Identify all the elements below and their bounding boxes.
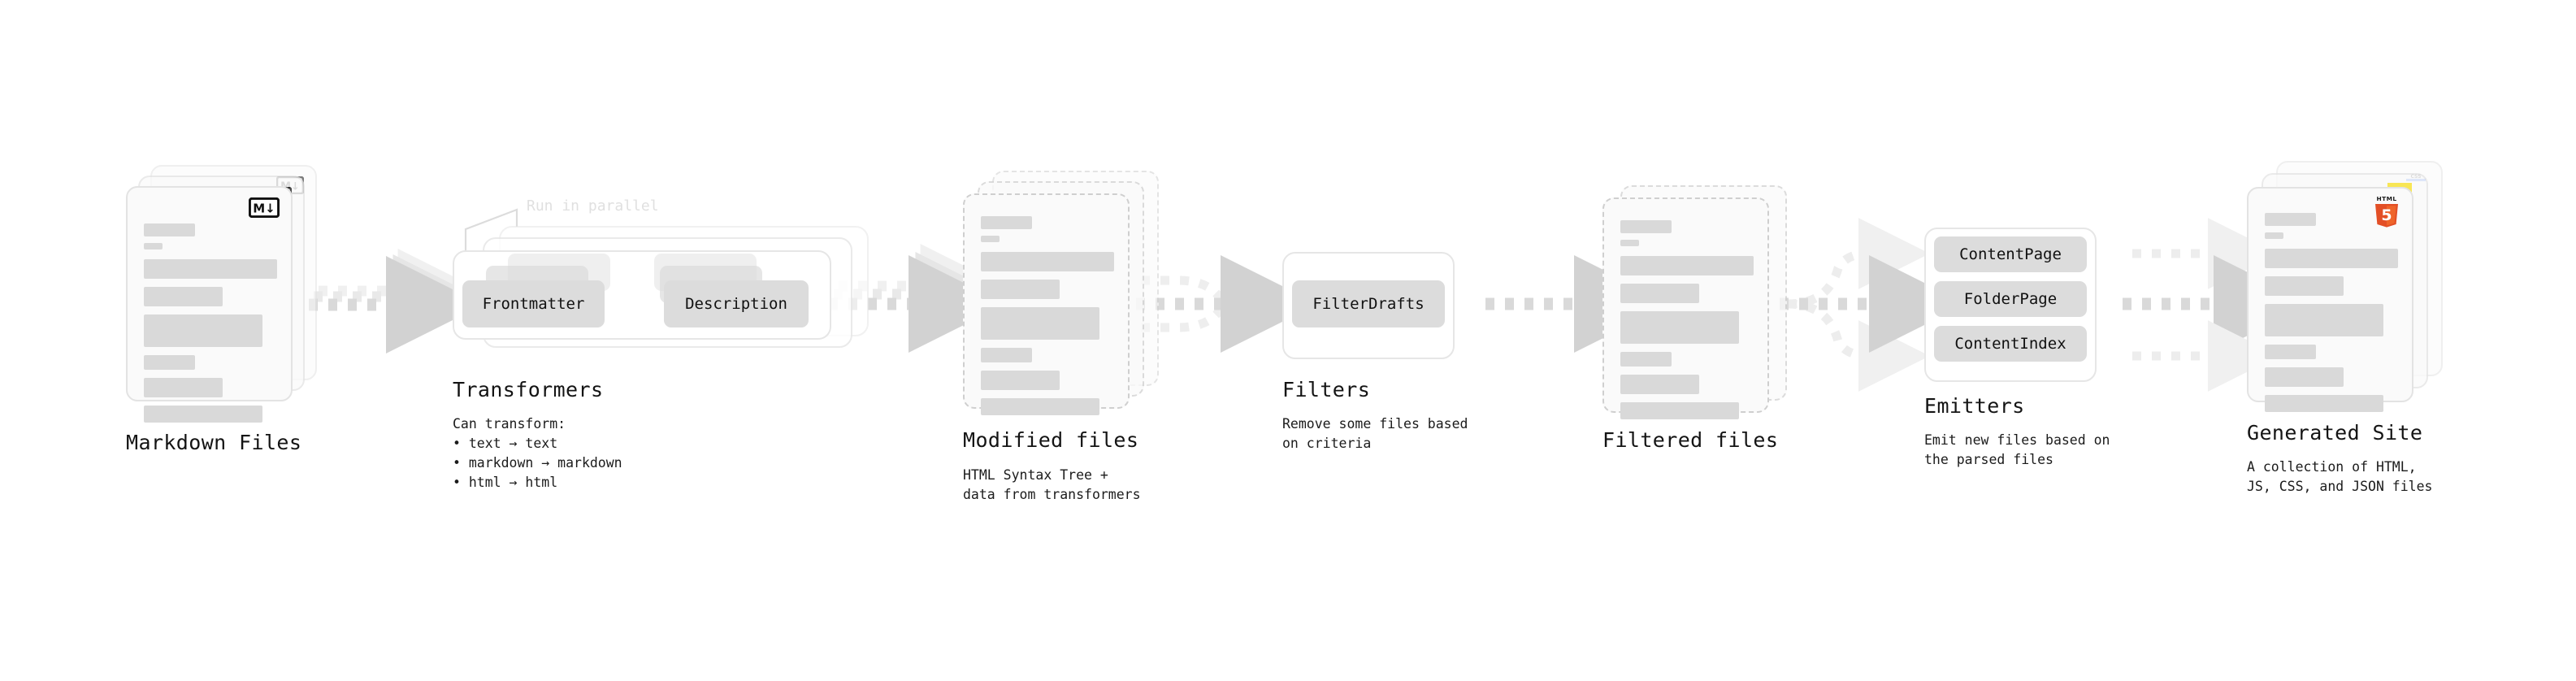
document-skeleton-lines — [981, 216, 1114, 422]
stage-title-filtered-files: Filtered files — [1602, 428, 1779, 452]
document-card-front — [1602, 197, 1769, 419]
stage-title-filters: Filters — [1282, 378, 1371, 401]
stage-title-markdown-files: Markdown Files — [126, 431, 302, 454]
document-skeleton-lines — [1620, 220, 1754, 426]
connector-markdown-to-transformers — [309, 249, 484, 354]
connector-filtered-to-emitters — [1780, 218, 1967, 392]
document-skeleton-lines — [2265, 213, 2398, 419]
stage-title-emitters: Emitters — [1924, 394, 2025, 418]
emitter-chip-folderpage[interactable]: FolderPage — [1934, 281, 2087, 317]
stage-subtitle-filters: Remove some files based on criteria — [1282, 416, 1468, 451]
stage-subtitle-transformers: Can transform: • text → text • markdown … — [453, 416, 622, 490]
svg-text:M↓: M↓ — [253, 202, 275, 216]
run-in-parallel-label: Run in parallel — [527, 197, 659, 215]
document-card-front: M↓ — [126, 186, 293, 423]
stage-title-modified-files: Modified files — [963, 428, 1139, 452]
stage-title-generated-site: Generated Site — [2247, 421, 2423, 445]
document-card-front — [963, 193, 1130, 415]
html5-icon: HTML 5 — [2373, 193, 2400, 231]
svg-text:HTML: HTML — [2377, 195, 2397, 202]
connector-emitters-to-site — [2123, 218, 2311, 392]
stage-subtitle-generated-site: A collection of HTML, JS, CSS, and JSON … — [2247, 459, 2433, 494]
transformer-chip-frontmatter[interactable]: Frontmatter — [462, 280, 605, 327]
filter-chip-filterdrafts[interactable]: FilterDrafts — [1292, 280, 1445, 327]
transformer-chip-description[interactable]: Description — [664, 280, 809, 327]
stage-subtitle-emitters: Emit new files based on the parsed files — [1924, 432, 2110, 467]
svg-text:5: 5 — [2381, 206, 2392, 224]
stage-subtitle-modified-files: HTML Syntax Tree + data from transformer… — [963, 467, 1141, 502]
emitter-chip-contentindex[interactable]: ContentIndex — [1934, 326, 2087, 362]
markdown-icon: M↓ — [248, 197, 280, 221]
document-card-front: HTML 5 — [2247, 187, 2413, 412]
emitter-chip-contentpage[interactable]: ContentPage — [1934, 236, 2087, 272]
document-skeleton-lines — [144, 223, 277, 429]
stage-title-transformers: Transformers — [453, 378, 604, 401]
